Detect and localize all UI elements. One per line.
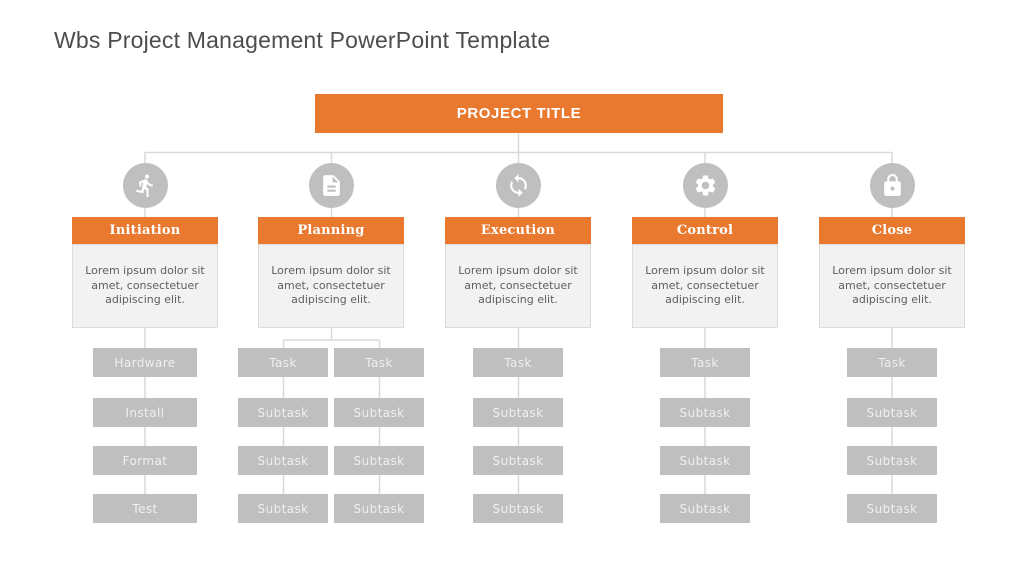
column-header: Planning: [258, 217, 404, 244]
task-box: Subtask: [473, 494, 563, 523]
column-description: Lorem ipsum dolor sit amet, consectetuer…: [632, 244, 778, 328]
task-box: Subtask: [847, 398, 937, 427]
task-box: Task: [334, 348, 424, 377]
task-box: Subtask: [473, 398, 563, 427]
column-description: Lorem ipsum dolor sit amet, consectetuer…: [819, 244, 965, 328]
task-box: Format: [93, 446, 197, 475]
task-box: Subtask: [847, 446, 937, 475]
task-box: Subtask: [660, 446, 750, 475]
task-box: Install: [93, 398, 197, 427]
task-box: Task: [660, 348, 750, 377]
column-header: Control: [632, 217, 778, 244]
column-description: Lorem ipsum dolor sit amet, consectetuer…: [72, 244, 218, 328]
sync-icon: [496, 163, 541, 208]
task-box: Task: [847, 348, 937, 377]
task-box: Hardware: [93, 348, 197, 377]
task-box: Task: [473, 348, 563, 377]
task-box: Subtask: [238, 398, 328, 427]
column-header: Close: [819, 217, 965, 244]
page-title: Wbs Project Management PowerPoint Templa…: [54, 27, 551, 53]
task-box: Subtask: [660, 398, 750, 427]
lock-icon: [869, 163, 915, 208]
task-box: Subtask: [847, 494, 937, 523]
task-box: Task: [238, 348, 328, 377]
project-title-box: PROJECT TITLE: [315, 94, 723, 133]
task-box: Subtask: [238, 494, 328, 523]
task-box: Subtask: [334, 446, 424, 475]
task-box: Subtask: [660, 494, 750, 523]
column-description: Lorem ipsum dolor sit amet, consectetuer…: [258, 244, 404, 328]
gear-icon: [682, 163, 728, 208]
column-description: Lorem ipsum dolor sit amet, consectetuer…: [445, 244, 591, 328]
task-box: Subtask: [334, 494, 424, 523]
task-box: Test: [93, 494, 197, 523]
runner-icon: [122, 163, 168, 208]
task-box: Subtask: [334, 398, 424, 427]
column-header: Initiation: [72, 217, 218, 244]
document-icon: [309, 163, 354, 208]
task-box: Subtask: [473, 446, 563, 475]
task-box: Subtask: [238, 446, 328, 475]
column-header: Execution: [445, 217, 591, 244]
